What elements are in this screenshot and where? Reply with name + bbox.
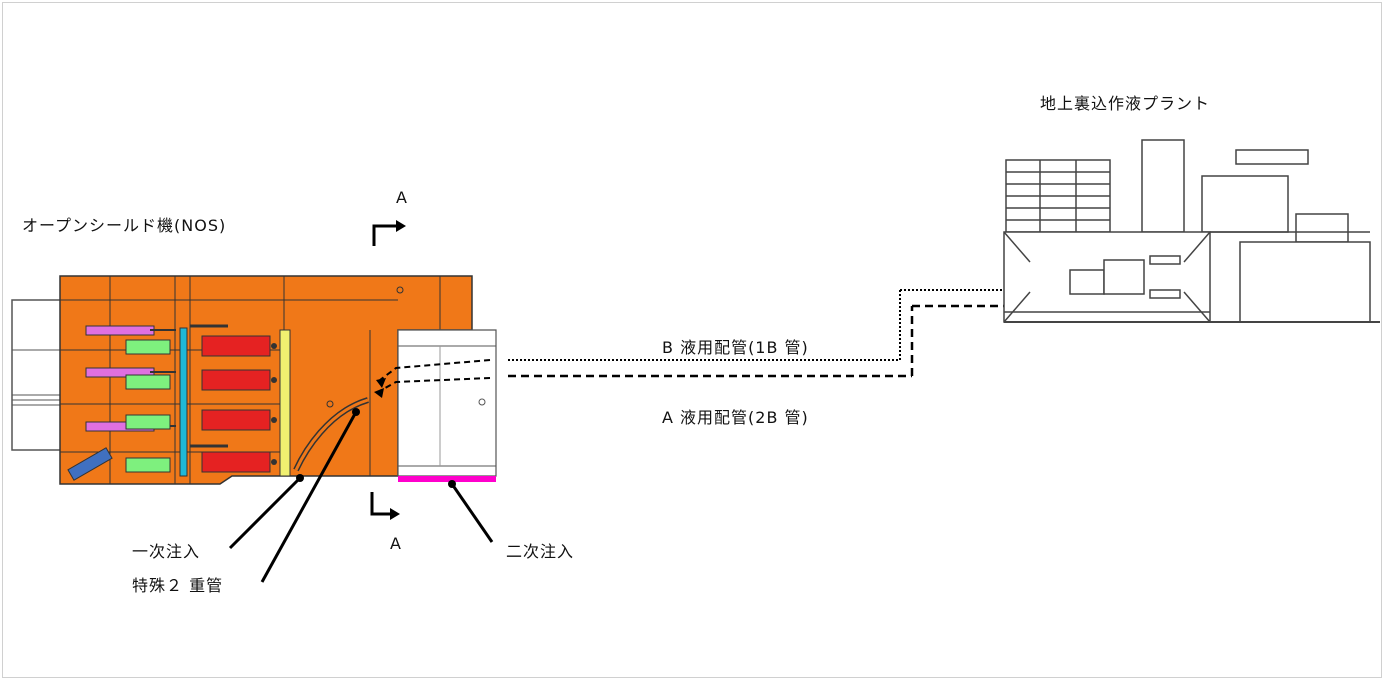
leader-lines xyxy=(228,411,494,583)
machine-name: オープンシールド機(NOS) xyxy=(22,216,227,235)
secondary-grout-band xyxy=(398,476,496,482)
section-label-top: A xyxy=(396,188,408,207)
red-jacks xyxy=(190,324,277,473)
primary-injection-label: 一次注入 xyxy=(132,542,201,561)
double-pipe-label: 特殊２ 重管 xyxy=(132,576,224,595)
cyan-beam xyxy=(179,327,188,477)
secondary-injection-label: 二次注入 xyxy=(506,542,575,561)
segment-section xyxy=(397,329,497,482)
green-cylinders xyxy=(125,339,171,473)
section-label-bottom: A xyxy=(390,534,402,553)
section-marker-top xyxy=(372,220,406,246)
section-marker-bottom xyxy=(370,492,400,520)
pipe-a-label: A 液用配管(2B 管) xyxy=(662,408,809,427)
plant-title: 地上裏込作液プラント xyxy=(1040,94,1211,113)
flow-arrows xyxy=(374,359,491,398)
blue-part xyxy=(67,447,113,481)
grout-plant xyxy=(1003,139,1380,323)
pipe-b-label: B 液用配管(1B 管) xyxy=(662,338,809,357)
pipe-a-line xyxy=(508,304,1050,378)
yellow-beam xyxy=(279,329,291,477)
